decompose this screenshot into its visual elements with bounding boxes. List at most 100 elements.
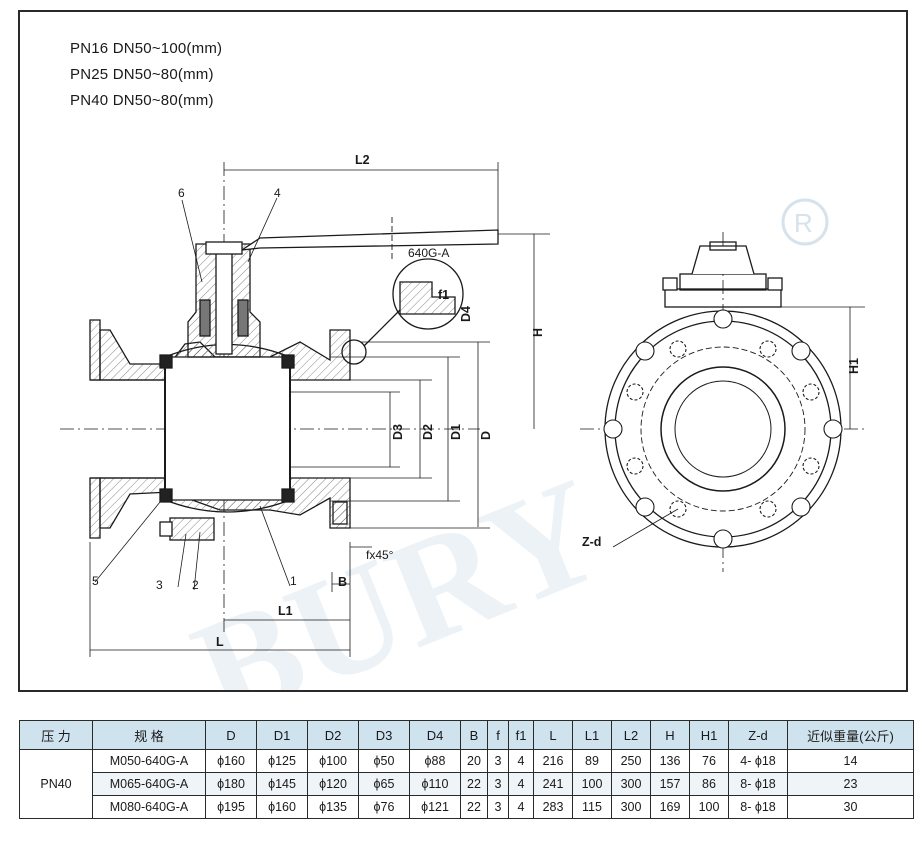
dim-d3: D3 — [391, 424, 405, 440]
table-cell: 89 — [572, 749, 612, 773]
table-cell: 4 — [508, 772, 534, 796]
dim-zd: Z-d — [582, 535, 601, 549]
table-row: M080-640G-A ϕ195 ϕ160 ϕ135 ϕ76 ϕ121 22 3… — [20, 795, 914, 819]
table-cell: 3 — [487, 749, 509, 773]
table-cell: ϕ135 — [307, 795, 359, 819]
table-cell: 14 — [787, 749, 914, 773]
dim-fx45: fx45° — [366, 548, 394, 562]
table-cell: 3 — [487, 772, 509, 796]
table-cell: ϕ50 — [358, 749, 410, 773]
dim-d1: D1 — [449, 424, 463, 440]
table-cell: ϕ125 — [256, 749, 308, 773]
table-cell: 241 — [533, 772, 573, 796]
spec-table: 压 力 规 格 D D1 D2 D3 D4 B f f1 L L1 L2 H H… — [19, 720, 914, 819]
table-cell: 20 — [460, 749, 488, 773]
table-cell: 8- ϕ18 — [728, 795, 788, 819]
table-cell: 300 — [611, 795, 651, 819]
col-header: D4 — [409, 720, 461, 750]
table-cell: 283 — [533, 795, 573, 819]
table-cell: ϕ145 — [256, 772, 308, 796]
dim-b: B — [338, 575, 347, 589]
part-4: 4 — [274, 186, 281, 200]
part-2: 2 — [192, 578, 199, 592]
table-cell: 30 — [787, 795, 914, 819]
table-cell: 169 — [650, 795, 690, 819]
dim-l1: L1 — [278, 604, 293, 618]
col-header: H — [650, 720, 690, 750]
dim-d4: D4 — [459, 306, 473, 322]
table-cell: ϕ180 — [205, 772, 257, 796]
table-cell: 22 — [460, 772, 488, 796]
table-cell: 4 — [508, 749, 534, 773]
col-header: f1 — [508, 720, 534, 750]
col-header: B — [460, 720, 488, 750]
table-cell: 157 — [650, 772, 690, 796]
table-cell: ϕ160 — [256, 795, 308, 819]
part-5: 5 — [92, 574, 99, 588]
spec-line-pn25: PN25 DN50~80(mm) — [70, 66, 214, 83]
table-header-row: 压 力 规 格 D D1 D2 D3 D4 B f f1 L L1 L2 H H… — [19, 720, 914, 750]
table-cell: M050-640G-A — [92, 749, 206, 773]
table-cell: 136 — [650, 749, 690, 773]
ball-valve-drawing: BURY R — [60, 153, 866, 690]
dim-h1: H1 — [847, 358, 861, 374]
dim-d2: D2 — [421, 424, 435, 440]
table-cell: 4- ϕ18 — [728, 749, 788, 773]
table-cell: 115 — [572, 795, 612, 819]
table-cell: 4 — [508, 795, 534, 819]
valve-end-view — [580, 232, 866, 572]
table-cell: ϕ100 — [307, 749, 359, 773]
col-header: f — [487, 720, 509, 750]
table-cell: ϕ65 — [358, 772, 410, 796]
col-header: D — [205, 720, 257, 750]
part-1: 1 — [290, 574, 297, 588]
table-cell: ϕ160 — [205, 749, 257, 773]
dim-h: H — [531, 328, 545, 337]
dimension-lines — [89, 162, 550, 657]
col-header: D2 — [307, 720, 359, 750]
col-header: H1 — [689, 720, 729, 750]
dim-d: D — [479, 431, 493, 440]
spec-line-pn40: PN40 DN50~80(mm) — [70, 92, 214, 109]
col-header: 压 力 — [19, 720, 93, 750]
table-cell: 216 — [533, 749, 573, 773]
table-cell: 100 — [572, 772, 612, 796]
valve-section-view — [60, 162, 499, 632]
dim-f1: f1 — [438, 288, 449, 302]
col-header: D3 — [358, 720, 410, 750]
registered-mark-icon: R — [781, 198, 829, 246]
table-cell: 86 — [689, 772, 729, 796]
table-cell: 250 — [611, 749, 651, 773]
table-cell: 100 — [689, 795, 729, 819]
dim-l: L — [216, 635, 224, 649]
table-cell: ϕ76 — [358, 795, 410, 819]
spec-line-pn16: PN16 DN50~100(mm) — [70, 40, 223, 57]
drawing-frame: PN16 DN50~100(mm) PN25 DN50~80(mm) PN40 … — [18, 10, 908, 692]
bolt-holes — [603, 309, 843, 549]
table-row: PN40 M050-640G-A ϕ160 ϕ125 ϕ100 ϕ50 ϕ88 … — [19, 749, 914, 819]
pressure-cell: PN40 — [19, 749, 93, 819]
col-header: D1 — [256, 720, 308, 750]
table-cell: ϕ110 — [409, 772, 461, 796]
col-header: L2 — [611, 720, 651, 750]
part-6: 6 — [178, 186, 185, 200]
table-cell: 3 — [487, 795, 509, 819]
dim-l2: L2 — [355, 153, 370, 167]
table-cell: 300 — [611, 772, 651, 796]
col-header: L — [533, 720, 573, 750]
table-cell: 8- ϕ18 — [728, 772, 788, 796]
part-3: 3 — [156, 578, 163, 592]
table-cell: ϕ195 — [205, 795, 257, 819]
table-cell: ϕ120 — [307, 772, 359, 796]
dimension-labels: L2 H D D1 D2 D3 D4 f1 B L1 L — [216, 153, 545, 649]
table-row: M065-640G-A ϕ180 ϕ145 ϕ120 ϕ65 ϕ110 22 3… — [20, 772, 914, 796]
model-label: 640G-A — [408, 246, 449, 260]
col-header: 近似重量(公斤) — [787, 720, 914, 750]
col-header: 规 格 — [92, 720, 206, 750]
table-cell: M080-640G-A — [92, 795, 206, 819]
svg-text:R: R — [794, 208, 813, 238]
table-cell: ϕ88 — [409, 749, 461, 773]
table-cell: M065-640G-A — [92, 772, 206, 796]
table-cell: 23 — [787, 772, 914, 796]
col-header: Z-d — [728, 720, 788, 750]
